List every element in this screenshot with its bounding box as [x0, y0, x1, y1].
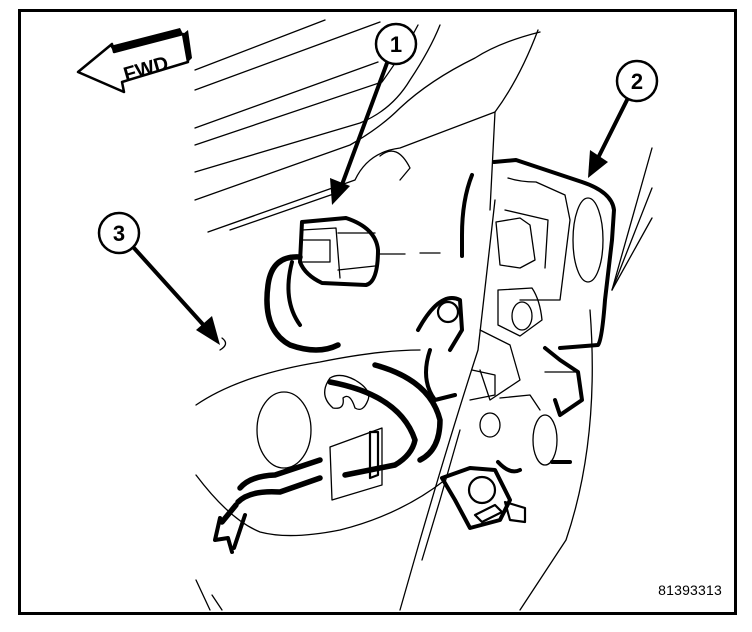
- figure-frame: [18, 9, 737, 615]
- wiring-harness: [213, 254, 443, 554]
- callout-1-number: 1: [390, 32, 402, 57]
- callout-2-number: 2: [631, 69, 643, 94]
- callout-1: 1: [330, 22, 418, 205]
- callout-2: 2: [588, 59, 659, 178]
- latch-mechanism: [416, 296, 572, 530]
- door-trim-panel: [195, 349, 446, 537]
- electrical-connector: [298, 216, 441, 287]
- door-latch: [460, 158, 616, 417]
- callout-3-number: 3: [113, 221, 125, 246]
- forward-direction-arrow: FWD: [76, 28, 192, 94]
- figure-id: 81393313: [658, 582, 722, 598]
- trim-lines-right: [611, 147, 653, 291]
- body-panel-lines: [194, 19, 541, 233]
- callout-3: 3: [97, 211, 227, 351]
